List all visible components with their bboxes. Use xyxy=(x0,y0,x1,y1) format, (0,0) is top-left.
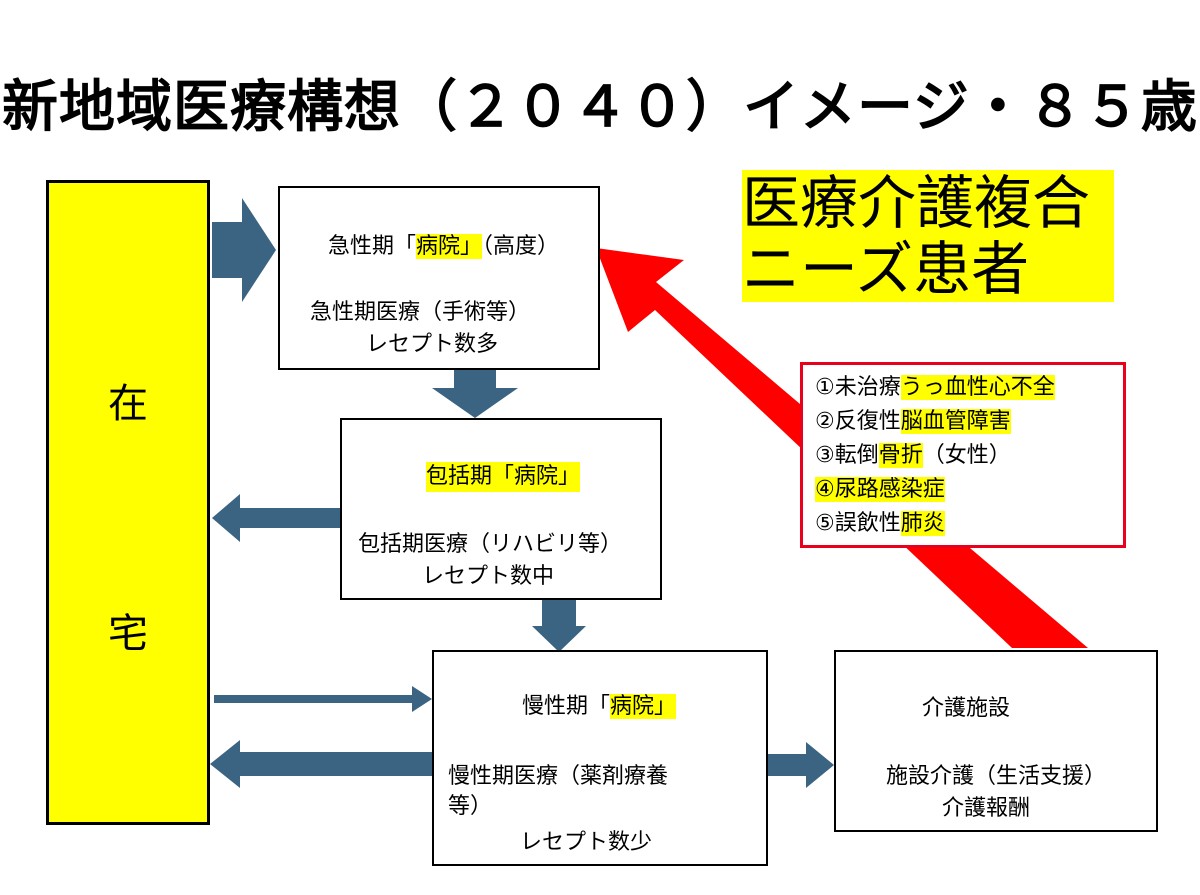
chronic-hospital-box: 慢性期「病院」 慢性期医療（薬剤療養 等） レセプト数少 xyxy=(432,650,768,866)
condition-item: ④尿路感染症 xyxy=(815,477,945,502)
callout-line-2: ニーズ患者 xyxy=(742,235,1030,303)
arrow-comprehensive-to-chronic xyxy=(532,598,586,652)
arrow-chronic-to-home xyxy=(210,740,432,788)
acute-receipt-text: レセプト数多 xyxy=(366,332,499,357)
condition-item: ②反復性脳血管障害 xyxy=(815,409,1011,434)
acute-hospital-box: 急性期「病院」（高度） 急性期医療（手術等） レセプト数多 xyxy=(278,186,600,370)
condition-item: ①未治療うっ血性心不全 xyxy=(815,375,1055,400)
care-facility-label: 介護施設 xyxy=(922,696,1011,721)
complex-needs-callout: 医療介護複合 ニーズ患者 xyxy=(742,170,1114,302)
condition-item: ③転倒骨折（女性） xyxy=(815,443,1011,468)
home-char-1: 在 xyxy=(108,381,148,427)
facility-care-text: 施設介護（生活支援） xyxy=(886,764,1107,789)
acute-hospital-label: 急性期「病院」（高度） xyxy=(328,234,560,259)
comprehensive-receipt-text: レセプト数中 xyxy=(422,564,555,589)
chronic-receipt-text: レセプト数少 xyxy=(520,830,653,855)
facility-reward-text: 介護報酬 xyxy=(942,796,1031,821)
comprehensive-hospital-box: 包括期「病院」 包括期医療（リハビリ等） レセプト数中 xyxy=(340,418,662,600)
arrow-home-to-acute xyxy=(212,198,276,302)
arrow-acute-to-comprehensive xyxy=(432,366,518,418)
care-facility-box: 介護施設 施設介護（生活支援） 介護報酬 xyxy=(834,650,1158,832)
acute-care-text: 急性期医療（手術等） xyxy=(310,300,531,325)
chronic-hospital-label: 慢性期「病院」 xyxy=(522,694,677,719)
comprehensive-hospital-label: 包括期「病院」 xyxy=(426,462,581,492)
conditions-list: ①未治療うっ血性心不全 ②反復性脳血管障害 ③転倒骨折（女性） ④尿路感染症 ⑤… xyxy=(800,362,1126,548)
arrow-comprehensive-to-home xyxy=(212,494,340,542)
chronic-care-text-1: 慢性期医療（薬剤療養 xyxy=(448,764,669,789)
comprehensive-care-text: 包括期医療（リハビリ等） xyxy=(358,532,623,557)
chronic-care-text-2: 等） xyxy=(448,794,493,819)
home-care-column: 在 宅 xyxy=(46,180,210,825)
page-title: 新地域医療構想（２０４０）イメージ・８５歳 xyxy=(2,75,1198,140)
condition-item: ⑤誤飲性肺炎 xyxy=(815,511,945,536)
arrow-chronic-to-facility xyxy=(768,742,834,788)
arrow-home-to-chronic xyxy=(214,686,432,712)
callout-line-1: 医療介護複合 xyxy=(742,169,1091,237)
home-char-2: 宅 xyxy=(108,611,148,657)
